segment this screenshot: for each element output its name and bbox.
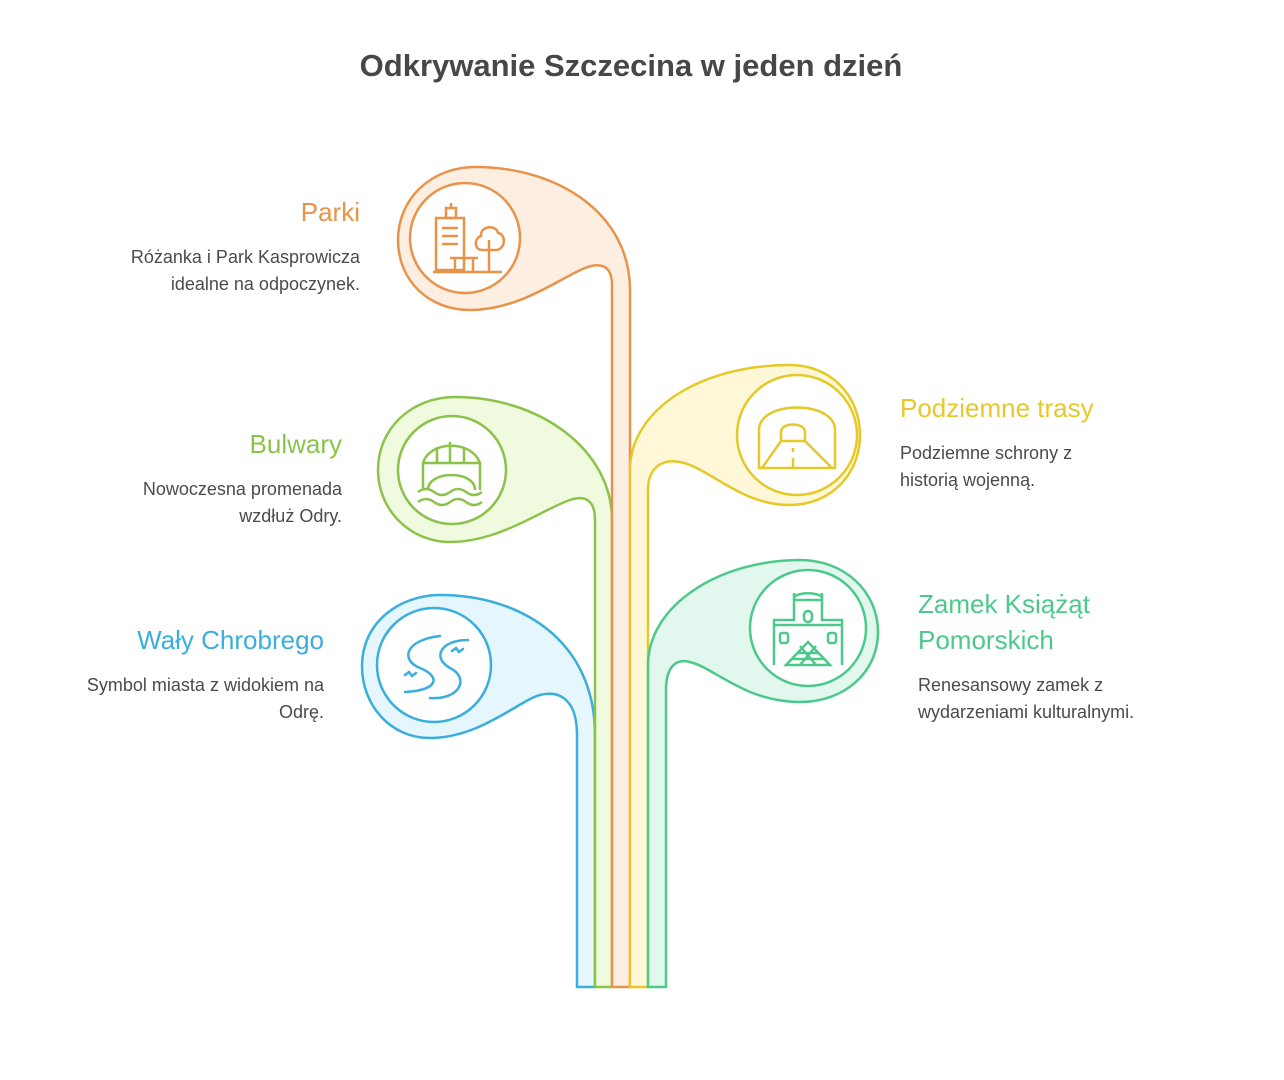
river-icon-circle bbox=[375, 606, 493, 724]
stem-parki bbox=[396, 165, 632, 989]
item-bulwary: Bulwary Nowoczesna promenada wzdłuż Odry… bbox=[40, 426, 342, 530]
item-podziemne: Podziemne trasy Podziemne schrony z hist… bbox=[900, 390, 1140, 494]
item-waly: Wały Chrobrego Symbol miasta z widokiem … bbox=[20, 622, 324, 726]
item-heading: Parki bbox=[300, 197, 360, 227]
tunnel-icon-circle bbox=[735, 373, 859, 497]
city-park-icon bbox=[433, 203, 506, 274]
item-parki: Parki Różanka i Park Kasprowicza idealne… bbox=[60, 194, 360, 298]
item-description: Nowoczesna promenada wzdłuż Odry. bbox=[142, 479, 342, 526]
castle-icon bbox=[772, 592, 844, 667]
item-heading: Podziemne trasy bbox=[900, 393, 1094, 423]
item-description: Symbol miasta z widokiem na Odrę. bbox=[86, 675, 324, 722]
stem-zamek bbox=[646, 558, 880, 989]
page-title: Odkrywanie Szczecina w jeden dzień bbox=[359, 48, 903, 83]
item-heading: Zamek Książąt Pomorskich bbox=[918, 589, 1090, 655]
item-description: Renesansowy zamek z wydarzeniami kultura… bbox=[918, 675, 1135, 722]
stem-podziemne bbox=[628, 363, 862, 989]
stem-bulwary bbox=[376, 395, 614, 989]
item-heading: Bulwary bbox=[249, 429, 342, 459]
bridge-icon-circle bbox=[396, 414, 508, 526]
stem-waly bbox=[360, 593, 597, 989]
tunnel-icon bbox=[757, 406, 837, 470]
item-description: Różanka i Park Kasprowicza idealne na od… bbox=[130, 247, 360, 294]
castle-icon-circle bbox=[748, 568, 868, 688]
item-heading: Wały Chrobrego bbox=[137, 625, 324, 655]
item-description: Podziemne schrony z historią wojenną. bbox=[900, 443, 1073, 490]
item-zamek: Zamek Książąt Pomorskich Renesansowy zam… bbox=[918, 586, 1208, 726]
bridge-river-icon bbox=[417, 442, 483, 507]
river-icon bbox=[403, 634, 470, 700]
